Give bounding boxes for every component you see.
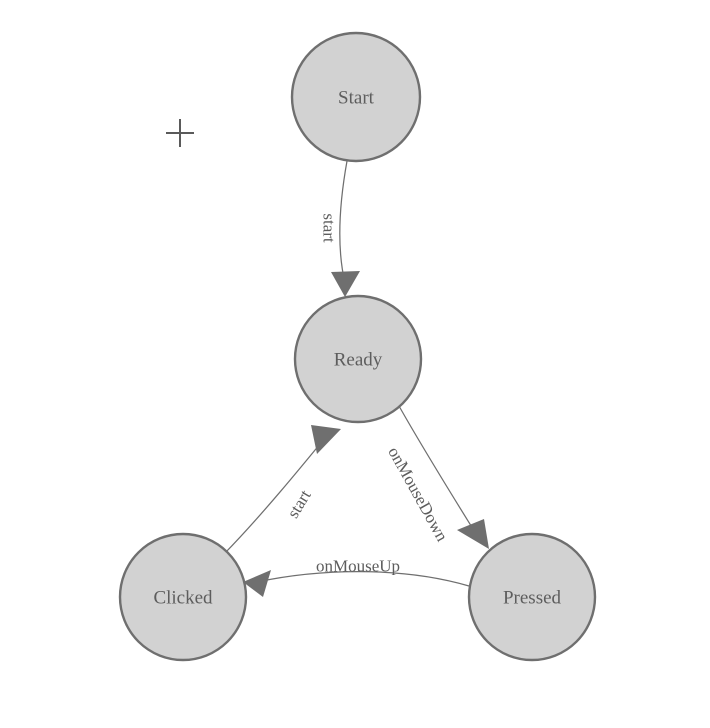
edge-label-clicked-to-ready: start — [283, 486, 315, 521]
node-circle-clicked[interactable] — [118, 532, 248, 662]
arrowhead-icon-clicked-to-ready — [311, 425, 341, 454]
node-circle-start[interactable] — [290, 31, 422, 163]
node-start[interactable]: Start — [290, 31, 422, 163]
arrowhead-icon-pressed-to-clicked — [243, 570, 271, 597]
arrowhead-icon-start-to-ready — [331, 271, 360, 297]
edge-clicked-to-ready[interactable]: start — [224, 425, 341, 554]
edge-line-pressed-to-clicked[interactable] — [256, 571, 470, 587]
markers-layer — [166, 119, 194, 147]
edge-line-start-to-ready[interactable] — [339, 160, 348, 284]
node-circle-ready[interactable] — [293, 294, 423, 424]
node-clicked[interactable]: Clicked — [118, 532, 248, 662]
crosshair-marker — [166, 119, 194, 147]
edge-start-to-ready[interactable]: start — [320, 160, 361, 297]
edge-line-clicked-to-ready[interactable] — [224, 432, 330, 554]
edge-line-ready-to-pressed[interactable] — [398, 405, 479, 538]
node-pressed[interactable]: Pressed — [467, 532, 597, 662]
arrowhead-icon-ready-to-pressed — [457, 519, 489, 549]
node-circle-pressed[interactable] — [467, 532, 597, 662]
node-ready[interactable]: Ready — [293, 294, 423, 424]
edge-pressed-to-clicked[interactable]: onMouseUp — [243, 557, 470, 598]
edge-ready-to-pressed[interactable]: onMouseDown — [384, 405, 489, 549]
edge-label-start-to-ready: start — [320, 213, 339, 243]
edge-label-ready-to-pressed: onMouseDown — [384, 444, 452, 545]
